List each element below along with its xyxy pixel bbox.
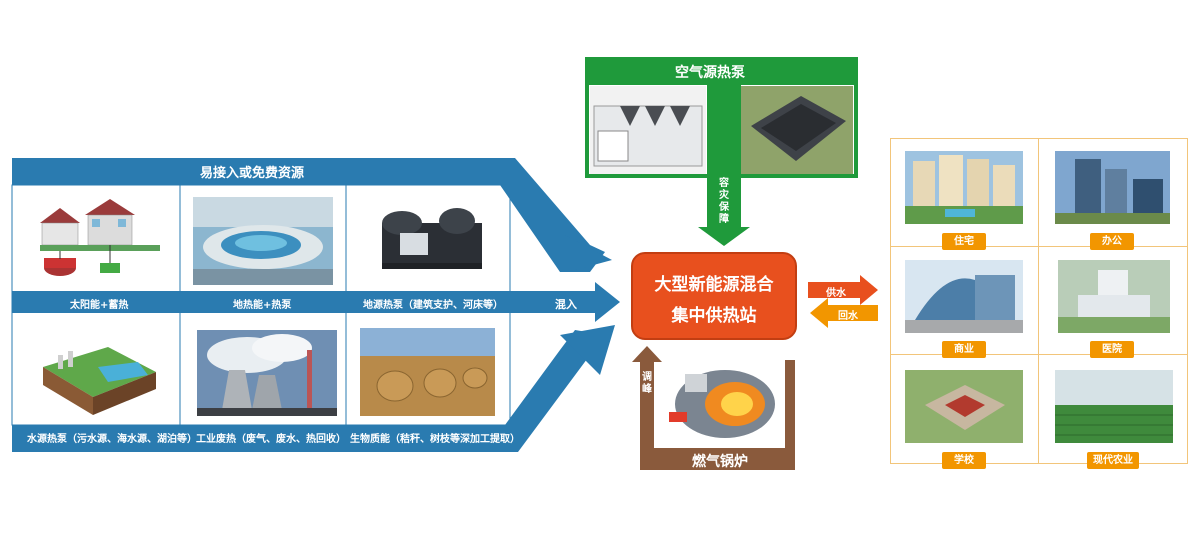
office-image	[1055, 151, 1170, 224]
consumer-tag-office: 办公	[1090, 233, 1134, 250]
grid-divider-h1	[890, 246, 1188, 247]
consumer-tag-hospital: 医院	[1090, 341, 1134, 358]
grid-divider-h2	[890, 354, 1188, 355]
consumer-tag-school: 学校	[942, 452, 986, 469]
modern-agriculture-image	[1055, 370, 1173, 443]
school-image	[905, 370, 1023, 443]
consumer-tag-residential: 住宅	[942, 233, 986, 250]
residential-image	[905, 151, 1023, 224]
consumer-tag-commercial: 商业	[942, 341, 986, 358]
hospital-image	[1058, 260, 1170, 333]
consumer-tag-agriculture: 现代农业	[1087, 452, 1139, 469]
supply-water-label: 供水	[826, 284, 846, 299]
grid-divider-v	[1038, 138, 1039, 464]
return-water-label: 回水	[838, 307, 858, 322]
commercial-image	[905, 260, 1023, 333]
